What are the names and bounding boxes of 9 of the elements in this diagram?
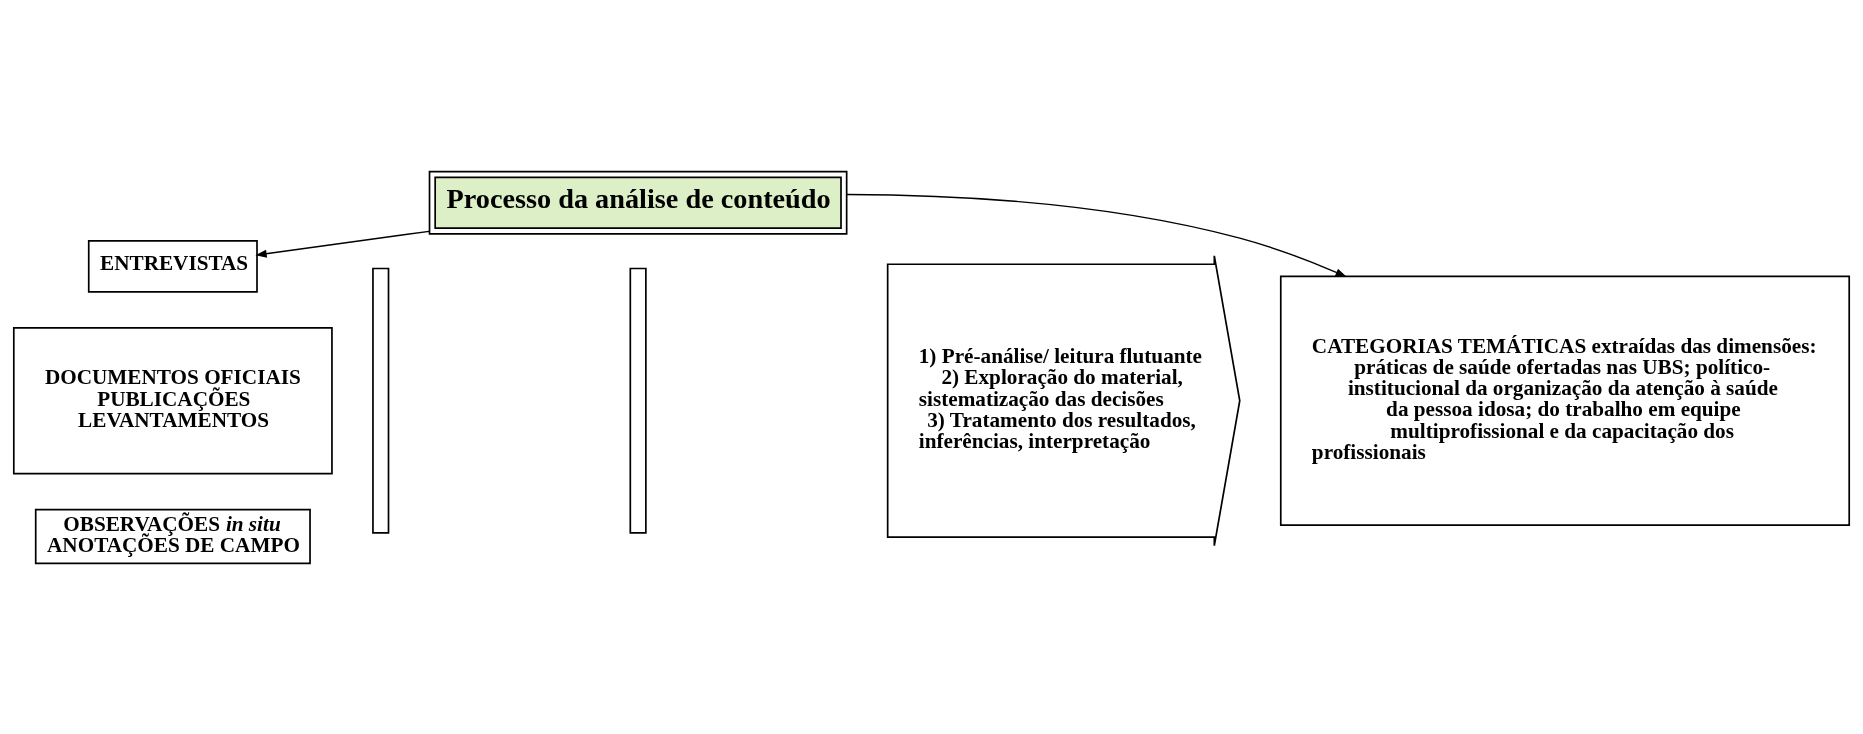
node-box: DOCUMENTOS OFICIAIS PUBLICAÇÕES LEVANTAMENTOS (12, 326, 333, 474)
node-bar (629, 267, 647, 534)
node-box: Processo da análise de conteúdo (428, 170, 848, 235)
node-box: ENTREVISTAS (87, 239, 258, 293)
node-box: CATEGORIAS TEMÁTICAS extraídas das dimensões: práticas de saúde ofertadas nas UBS; político-institucional da organização da atenção à saúde da pessoa idosa; do trabalho em equipe multiprofissional e da capacitação dos profissionais (1279, 274, 1851, 526)
arrow (846, 193, 1347, 277)
node-bar (372, 267, 390, 534)
node-box: OBSERVAÇÕES in situ ANOTAÇÕES DE CAMPO (34, 508, 311, 564)
arrow (255, 230, 430, 258)
